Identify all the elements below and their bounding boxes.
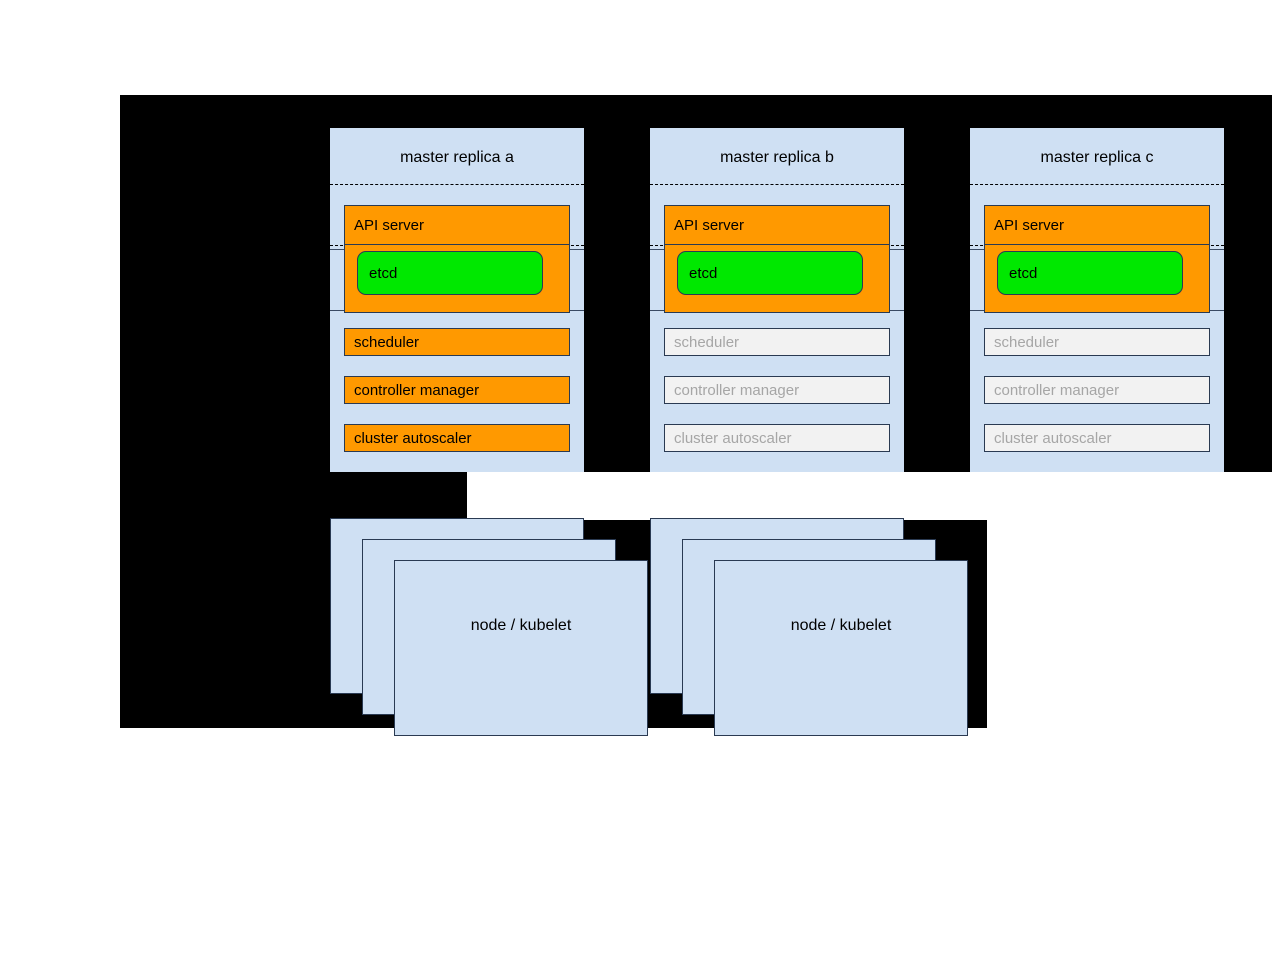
node-card-front[interactable]: node / kubelet (714, 560, 968, 736)
replica-title: master replica b (720, 149, 834, 166)
replica-title: master replica c (1040, 149, 1154, 166)
etcd-container: etcd (664, 245, 890, 313)
controller-manager-box[interactable]: controller manager (664, 376, 890, 404)
etcd-box[interactable]: etcd (677, 251, 863, 295)
cluster-autoscaler-box[interactable]: cluster autoscaler (664, 424, 890, 452)
replica-dashed-separator-top (330, 184, 584, 185)
master-replica-c[interactable]: master replica c API server etcd schedul… (970, 128, 1224, 472)
api-server-box[interactable]: API server (984, 205, 1210, 245)
replica-dashed-separator-top (970, 184, 1224, 185)
node-card-front[interactable]: node / kubelet (394, 560, 648, 736)
scheduler-box[interactable]: scheduler (664, 328, 890, 356)
api-server-box[interactable]: API server (344, 205, 570, 245)
api-server-box[interactable]: API server (664, 205, 890, 245)
etcd-box[interactable]: etcd (357, 251, 543, 295)
controller-manager-box[interactable]: controller manager (984, 376, 1210, 404)
etcd-box[interactable]: etcd (997, 251, 1183, 295)
node-label: node / kubelet (790, 617, 892, 634)
replica-dashed-separator-top (650, 184, 904, 185)
replica-title: master replica a (400, 149, 514, 166)
scheduler-box[interactable]: scheduler (984, 328, 1210, 356)
etcd-container: etcd (984, 245, 1210, 313)
scheduler-box[interactable]: scheduler (344, 328, 570, 356)
master-replica-b[interactable]: master replica b API server etcd schedul… (650, 128, 904, 472)
controller-manager-box[interactable]: controller manager (344, 376, 570, 404)
cluster-autoscaler-box[interactable]: cluster autoscaler (344, 424, 570, 452)
etcd-container: etcd (344, 245, 570, 313)
node-label: node / kubelet (470, 617, 572, 634)
master-replica-a[interactable]: master replica a API server etcd schedul… (330, 128, 584, 472)
cluster-autoscaler-box[interactable]: cluster autoscaler (984, 424, 1210, 452)
